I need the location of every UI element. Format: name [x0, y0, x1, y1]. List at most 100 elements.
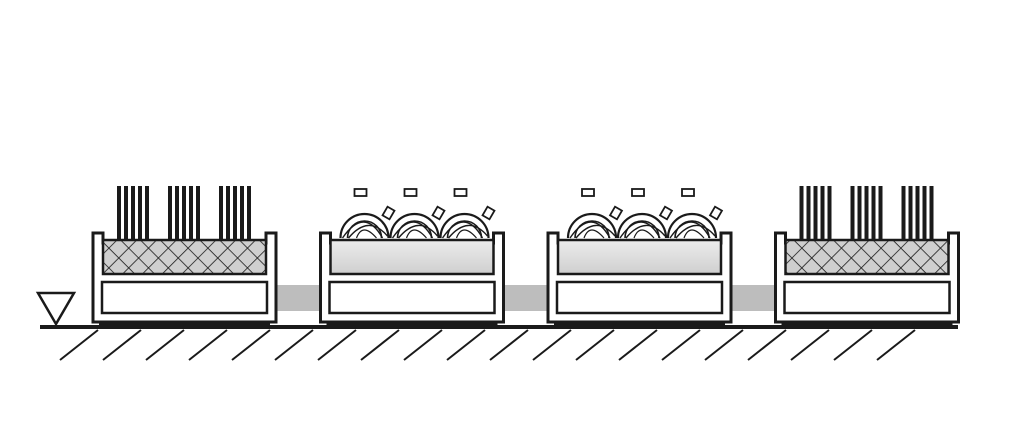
- loop-tab: [681, 188, 695, 197]
- loop-tab: [353, 188, 368, 197]
- loop-inner: [446, 220, 483, 239]
- loop-strand: [575, 224, 616, 239]
- loop-strand: [669, 221, 711, 239]
- ground-hatch-stroke: [833, 329, 873, 361]
- loop-inner: [574, 220, 610, 239]
- brush-strip: [219, 186, 223, 240]
- ground-hatch-stroke: [59, 329, 99, 361]
- brush-insert-crosshatch: [784, 238, 950, 276]
- mat-module-rubber-loops: [546, 188, 733, 326]
- brush-strip: [182, 186, 186, 240]
- module-lower-channel: [328, 280, 496, 315]
- module-lower-channel: [100, 280, 269, 315]
- brush-strip: [138, 186, 142, 240]
- ground-hatch-stroke: [403, 329, 443, 361]
- module-lower-channel: [783, 280, 951, 315]
- brush-strip: [189, 186, 193, 240]
- loop-tab: [431, 205, 446, 221]
- ground-hatch-stroke: [102, 329, 142, 361]
- loop-strand: [341, 221, 384, 239]
- loop-tab: [631, 188, 645, 197]
- brush-strip: [850, 186, 855, 240]
- mat-module-brush-strips: [774, 186, 960, 326]
- loop-tab: [481, 205, 496, 221]
- brush-strip: [922, 186, 927, 240]
- brush-strip: [908, 186, 913, 240]
- brush-strip: [175, 186, 179, 240]
- rubber-loop-icon: [339, 188, 396, 239]
- brush-strip: [871, 186, 876, 240]
- loop-strand: [397, 224, 439, 239]
- loop-tab: [708, 205, 724, 221]
- loop-strand: [625, 224, 666, 239]
- loop-strand: [355, 229, 377, 239]
- loop-strand: [683, 229, 705, 239]
- loop-strand: [405, 229, 427, 239]
- loop-tab: [658, 205, 674, 221]
- loop-tab: [403, 188, 418, 197]
- module-connector: [731, 285, 776, 311]
- ground-hatching: [59, 329, 916, 361]
- brush-insert-crosshatch: [101, 238, 268, 276]
- ground-hatch-stroke: [188, 329, 228, 361]
- brush-strip: [806, 186, 811, 240]
- ground-hatch-stroke: [317, 329, 357, 361]
- loop-tab: [381, 205, 396, 221]
- loop-strand: [347, 224, 389, 239]
- brush-strip: [915, 186, 920, 240]
- ground-hatch-stroke: [274, 329, 314, 361]
- rubber-loop-icon: [439, 188, 496, 239]
- loop-strand: [447, 224, 489, 239]
- loop-tab: [608, 205, 624, 221]
- brush-strip: [240, 186, 244, 240]
- brush-strip: [857, 186, 862, 240]
- brush-strip: [799, 186, 804, 240]
- module-connector: [503, 285, 548, 311]
- brush-strip: [145, 186, 149, 240]
- brush-strip: [827, 186, 832, 240]
- brush-strip: [247, 186, 251, 240]
- brush-strip: [233, 186, 237, 240]
- brush-strip: [929, 186, 934, 240]
- ground-hatch-stroke: [618, 329, 658, 361]
- brush-strip: [196, 186, 200, 240]
- rubber-loop-icon: [666, 188, 724, 239]
- loop-strand: [441, 221, 484, 239]
- ground-hatch-stroke: [876, 329, 916, 361]
- loop-strand: [619, 221, 661, 239]
- rubber-tray-insert: [329, 238, 495, 276]
- brush-strip: [168, 186, 172, 240]
- loop-inner: [346, 220, 383, 239]
- module-connector: [276, 285, 321, 311]
- floor-level-marker-icon: [35, 291, 77, 327]
- ground-hatch-stroke: [360, 329, 400, 361]
- loop-strand: [455, 229, 477, 239]
- ground-hatch-stroke: [747, 329, 787, 361]
- loop-strand: [583, 229, 605, 239]
- loop-tab: [453, 188, 468, 197]
- mat-module-brush-strips: [91, 186, 278, 326]
- ground-hatch-stroke: [446, 329, 486, 361]
- brush-strip: [117, 186, 121, 240]
- brush-strip: [226, 186, 230, 240]
- rubber-loop-icon: [566, 188, 624, 239]
- brush-strip: [820, 186, 825, 240]
- ground-hatch-stroke: [704, 329, 744, 361]
- loop-strand: [633, 229, 655, 239]
- module-lower-channel: [555, 280, 724, 315]
- brush-strip: [864, 186, 869, 240]
- loop-strand: [391, 221, 434, 239]
- loop-inner: [396, 220, 433, 239]
- ground-hatch-stroke: [661, 329, 701, 361]
- ground-hatch-stroke: [790, 329, 830, 361]
- ground-hatch-stroke: [231, 329, 271, 361]
- ground-hatch-stroke: [489, 329, 529, 361]
- brush-strip: [131, 186, 135, 240]
- loop-inner: [674, 220, 710, 239]
- loop-inner: [624, 220, 660, 239]
- brush-strip: [124, 186, 128, 240]
- loop-strand: [569, 221, 611, 239]
- rubber-loop-icon: [389, 188, 446, 239]
- ground-hatch-stroke: [532, 329, 572, 361]
